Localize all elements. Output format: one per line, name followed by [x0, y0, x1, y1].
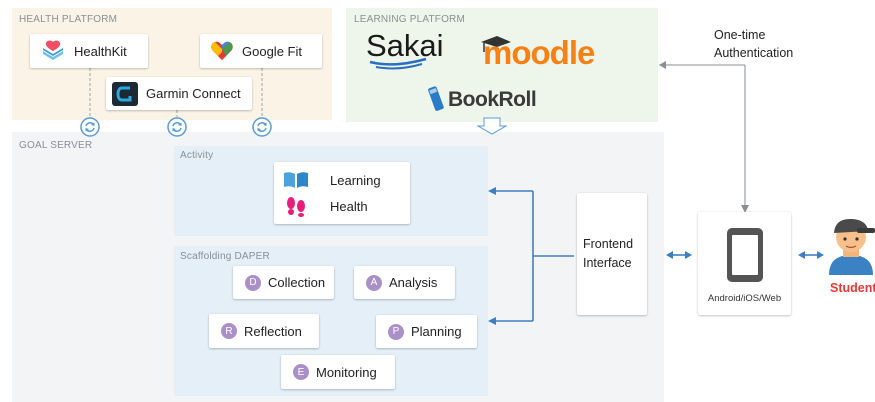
- device-label: Android/iOS/Web: [707, 293, 782, 304]
- google-fit-label: Google Fit: [242, 43, 302, 59]
- planning-label: Planning: [411, 324, 462, 339]
- svg-text:moodle: moodle: [483, 34, 595, 71]
- frontend-label-line1: Frontend: [583, 237, 634, 251]
- svg-text:BookRoll: BookRoll: [448, 88, 536, 111]
- learning-platform-title: LEARNING PLATFORM: [354, 14, 466, 25]
- goal-server-title: GOAL SERVER: [19, 140, 93, 151]
- analysis-card: A Analysis: [354, 266, 455, 299]
- device-card: Android/iOS/Web: [698, 212, 791, 315]
- sync-icon: [252, 117, 272, 137]
- open-book-icon: [284, 172, 308, 188]
- sync-icon: [167, 117, 187, 137]
- google-fit-card: Google Fit: [200, 34, 322, 68]
- garmin-connect-card: Garmin Connect: [106, 77, 252, 110]
- smartphone-icon: [726, 228, 763, 282]
- student-label: Student: [830, 281, 875, 295]
- health-label: Health: [330, 198, 368, 214]
- letter-r-badge: R: [221, 323, 237, 339]
- letter-d-badge: D: [245, 274, 261, 291]
- garmin-connect-icon: [112, 81, 138, 106]
- health-platform-title: HEALTH PLATFORM: [19, 14, 118, 25]
- footprints-icon: [287, 197, 305, 217]
- planning-card: P Planning: [376, 315, 477, 348]
- activity-list-card: Learning Health: [274, 162, 410, 224]
- scaffolding-title: Scaffolding DAPER: [180, 251, 270, 262]
- auth-label: One-time Authentication: [714, 26, 793, 62]
- auth-label-line2: Authentication: [714, 46, 794, 60]
- healthkit-icon: [43, 40, 63, 60]
- collection-label: Collection: [268, 275, 326, 290]
- healthkit-card: HealthKit: [30, 34, 148, 68]
- moodle-logo: moodle: [481, 34, 596, 71]
- monitoring-card: E Monitoring: [281, 355, 395, 389]
- frontend-interface-card: Frontend Interface: [577, 193, 647, 315]
- bookroll-logo: BookRoll: [428, 86, 537, 111]
- letter-e-badge: E: [293, 364, 309, 380]
- reflection-card: R Reflection: [209, 314, 319, 348]
- monitoring-label: Monitoring: [316, 364, 377, 380]
- google-fit-icon: [211, 41, 233, 60]
- healthkit-label: HealthKit: [74, 43, 127, 59]
- garmin-connect-label: Garmin Connect: [146, 86, 241, 101]
- svg-text:Sakai: Sakai: [366, 28, 444, 63]
- collection-card: D Collection: [233, 266, 334, 299]
- learning-label: Learning: [330, 172, 381, 188]
- health-item: Health: [274, 193, 368, 219]
- sakai-logo: Sakai: [366, 28, 444, 70]
- letter-p-badge: P: [388, 323, 404, 340]
- learning-item: Learning: [274, 167, 381, 193]
- student-avatar-icon: [829, 218, 875, 275]
- auth-label-line1: One-time: [714, 28, 766, 42]
- frontend-label-line2: Interface: [583, 256, 632, 270]
- activity-title: Activity: [180, 150, 214, 161]
- letter-a-badge: A: [366, 274, 382, 291]
- reflection-label: Reflection: [244, 323, 302, 339]
- sync-icon: [80, 117, 100, 137]
- analysis-label: Analysis: [389, 275, 438, 290]
